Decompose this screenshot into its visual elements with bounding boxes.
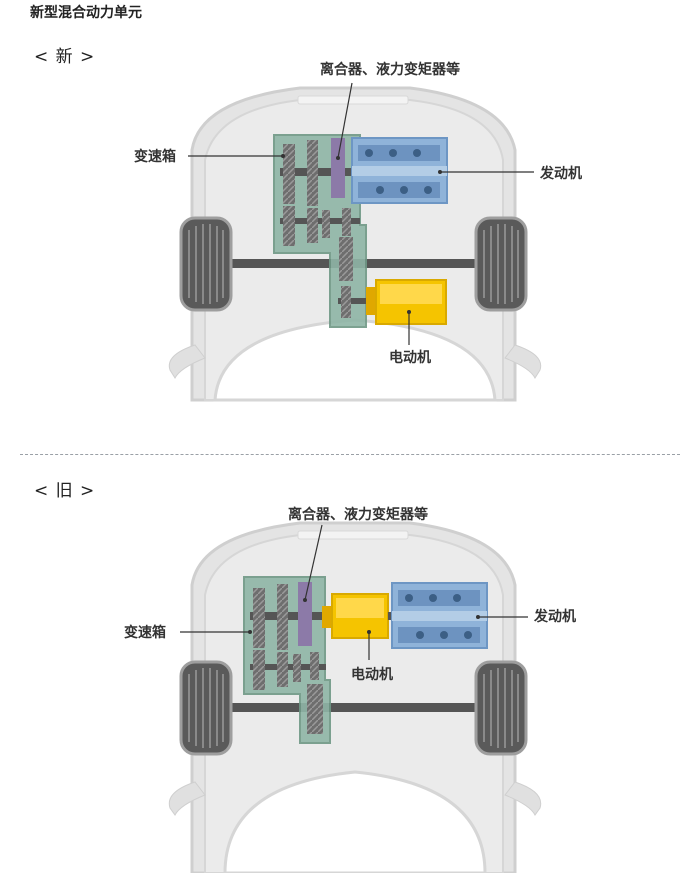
old-leader-lines <box>180 524 528 660</box>
old-axle <box>230 703 475 712</box>
new-clutch <box>331 138 345 198</box>
page-title: 新型混合动力单元 <box>30 5 142 21</box>
old-diagram: 离合器、液力变矩器等 变速箱 发动机 电动机 <box>124 506 576 873</box>
new-engine <box>351 137 448 204</box>
new-engine-label: 发动机 <box>539 165 582 182</box>
new-leader-lines <box>188 82 534 345</box>
new-motor <box>366 279 447 325</box>
new-diagram: 离合器、液力变矩器等 变速箱 发动机 电动机 <box>134 61 582 402</box>
old-right-tire <box>474 660 528 756</box>
old-engine-label: 发动机 <box>533 608 576 625</box>
old-clutch <box>298 582 312 646</box>
new-right-tire <box>474 216 528 312</box>
new-clutch-label: 离合器、液力变矩器等 <box>320 61 460 78</box>
old-section-label: < 旧 > <box>34 481 96 501</box>
old-motor <box>322 593 389 639</box>
old-left-tire <box>179 660 233 756</box>
old-motor-label: 电动机 <box>351 666 393 683</box>
new-section-label: < 新 > <box>34 47 96 67</box>
old-engine <box>391 582 488 649</box>
new-transmission-label: 变速箱 <box>134 148 176 165</box>
old-gears <box>250 584 330 734</box>
new-gears <box>280 140 368 318</box>
old-transmission-label: 变速箱 <box>124 624 166 641</box>
new-left-tire <box>179 216 233 312</box>
section-divider <box>20 454 680 455</box>
old-clutch-label: 离合器、液力变矩器等 <box>288 506 428 523</box>
new-motor-label: 电动机 <box>389 349 431 366</box>
